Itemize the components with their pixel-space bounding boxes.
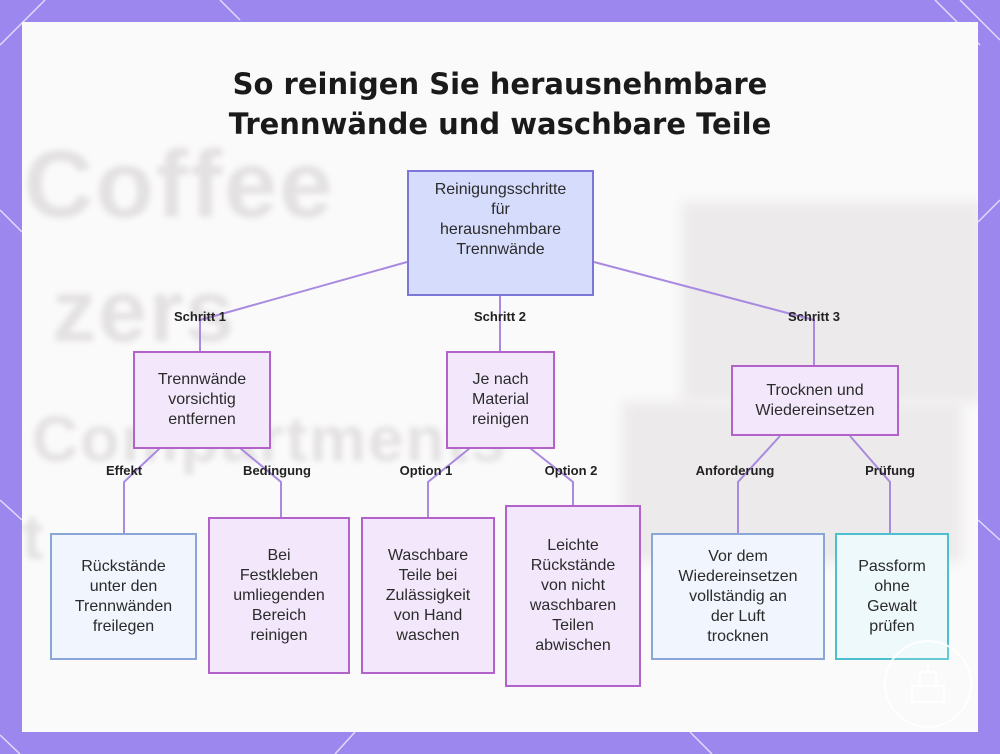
edge-root-step1 [199, 261, 408, 352]
edge-label-step3: Schritt 3 [787, 309, 841, 324]
edge-label-step2: Schritt 2 [473, 309, 527, 324]
edge-label-leaf1: Effekt [105, 463, 143, 478]
leaf-node-2: Bei Festkleben umliegenden Bereich reini… [208, 517, 350, 674]
leaf-node-6: Passform ohne Gewalt prüfen [835, 533, 949, 660]
edge-step3-leaf6 [849, 435, 891, 534]
page-title: So reinigen Sie herausnehmbare Trennwänd… [22, 64, 978, 144]
edge-label-leaf6: Prüfung [865, 463, 915, 478]
edge-step2-leaf3 [427, 447, 471, 518]
leaf-node-1: Rückstände unter den Trennwänden freileg… [50, 533, 197, 660]
edge-label-leaf3: Option 1 [399, 463, 453, 478]
background-word: t [22, 501, 46, 573]
title-line-2: Trennwände und waschbare Teile [228, 107, 772, 141]
background-word: zers [52, 261, 237, 360]
edge-label-leaf5: Anforderung [695, 463, 775, 478]
title-line-1: So reinigen Sie herausnehmbare [232, 67, 768, 101]
step-node-2: Je nach Material reinigen [446, 351, 555, 449]
root-node: Reinigungsschritte für herausnehmbare Tr… [407, 170, 594, 296]
background-word: Coffee [24, 131, 335, 238]
edge-label-leaf2: Bedingung [243, 463, 311, 478]
edge-step2-leaf4 [529, 447, 574, 506]
edge-step3-leaf5 [737, 435, 781, 534]
leaf-node-3: Waschbare Teile bei Zulässigkeit von Han… [361, 517, 495, 674]
logo-badge-icon [884, 640, 972, 728]
edge-root-step3 [593, 261, 815, 366]
edge-step1-leaf2 [239, 447, 282, 518]
leaf-node-4: Leichte Rückstände von nicht waschbaren … [505, 505, 641, 687]
step-node-1: Trennwände vorsichtig entfernen [133, 351, 271, 449]
edge-label-leaf4: Option 2 [544, 463, 598, 478]
leaf-node-5: Vor dem Wiedereinsetzen vollständig an d… [651, 533, 825, 660]
edge-step1-leaf1 [123, 447, 161, 534]
step-node-3: Trocknen und Wiedereinsetzen [731, 365, 899, 436]
edge-label-step1: Schritt 1 [173, 309, 227, 324]
